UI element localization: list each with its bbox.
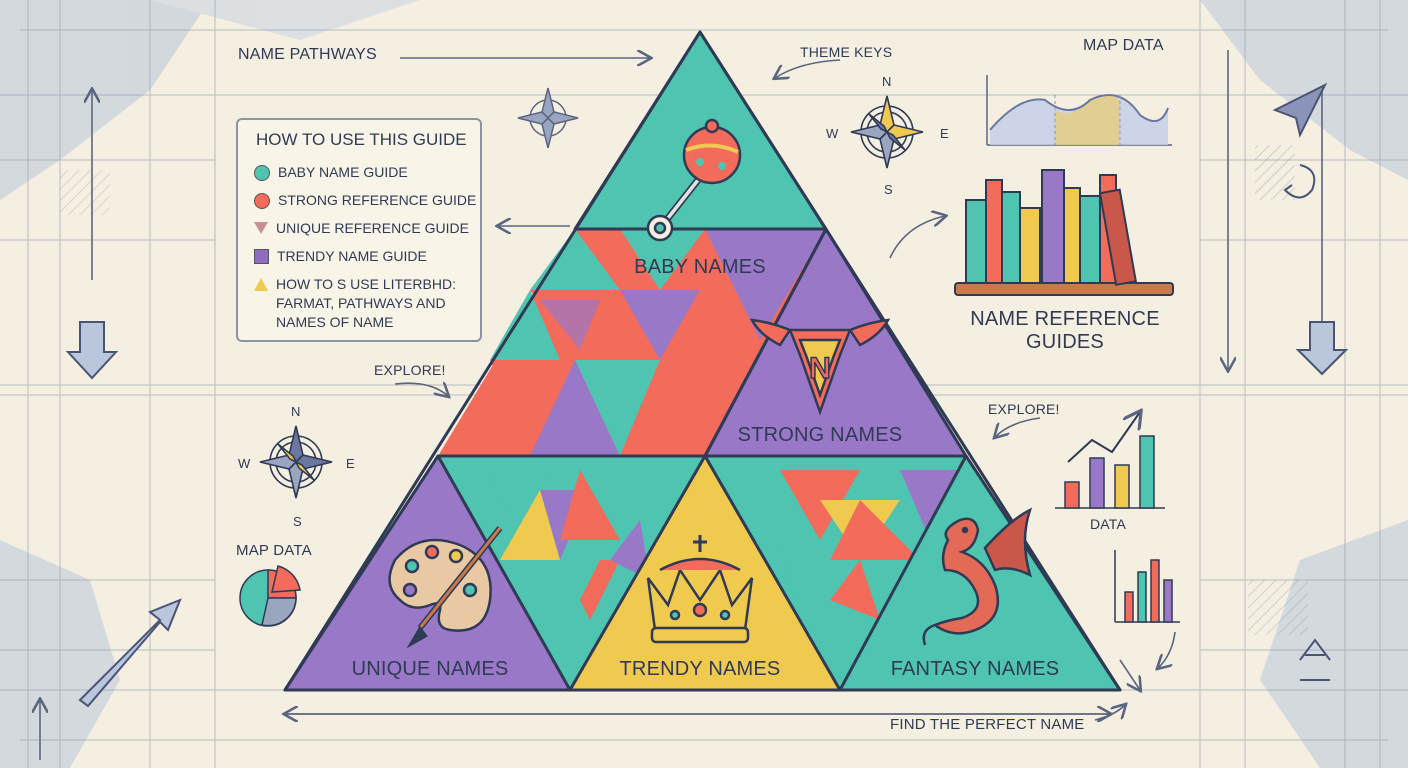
teal-dot-icon <box>254 165 270 181</box>
rattle-icon <box>646 118 742 242</box>
hatch-block <box>1248 580 1308 635</box>
compass-rose-icon <box>850 95 924 169</box>
compass-south: S <box>884 182 893 197</box>
compass-south: S <box>293 514 302 529</box>
reference-guides-line2: GUIDES <box>1026 331 1104 353</box>
legend-item-how-to: HOW TO S USE LITERBHD: FARMAT, PATHWAYS … <box>254 276 456 330</box>
large-arrow-icons <box>65 82 1349 708</box>
section-label-fantasy: FANTASY NAMES <box>890 658 1060 680</box>
map-data-area-chart <box>986 75 1172 146</box>
map-data-label-left: MAP DATA <box>236 542 312 559</box>
triangle-down-icon <box>254 222 268 234</box>
decorative-arrows <box>40 50 1323 760</box>
superhero-emblem-icon: N <box>749 318 891 416</box>
reference-guides-title: NAME REFERENCE GUIDES <box>965 308 1165 354</box>
legend-title: HOW TO USE THIS GUIDE <box>256 130 467 149</box>
book-shelf-icon <box>954 169 1174 296</box>
map-data-label-top: MAP DATA <box>1083 37 1164 54</box>
compass-east: E <box>940 126 949 141</box>
how-to-use-legend: HOW TO USE THIS GUIDE BABY NAME GUIDE ST… <box>236 118 482 342</box>
compass-rose-icon <box>517 87 579 149</box>
compass-west: W <box>238 456 251 471</box>
theme-keys-label: THEME KEYS <box>800 44 893 60</box>
compass-north: N <box>882 74 892 89</box>
dragon-icon <box>922 507 1033 646</box>
coral-dot-icon <box>254 193 270 209</box>
data-label: DATA <box>1090 516 1127 532</box>
legend-item-trendy: TRENDY NAME GUIDE <box>254 248 427 264</box>
compass-north: N <box>291 404 301 419</box>
purple-square-icon <box>254 249 269 264</box>
pie-chart-icon <box>239 565 301 627</box>
reference-guides-line1: NAME REFERENCE <box>970 308 1160 330</box>
legend-item-baby: BABY NAME GUIDE <box>254 164 408 181</box>
hatch-block <box>60 170 110 215</box>
mosaic-bottom <box>480 456 960 620</box>
find-perfect-name-label: FIND THE PERFECT NAME <box>890 716 1085 733</box>
yellow-triangle-icon <box>254 278 268 291</box>
mosaic-middle <box>440 229 745 456</box>
crown-icon <box>646 535 754 644</box>
compass-east: E <box>346 456 355 471</box>
legend-item-strong: STRONG REFERENCE GUIDE <box>254 192 476 209</box>
paint-palette-icon <box>388 526 503 649</box>
section-label-trendy: TRENDY NAMES <box>619 658 781 680</box>
svg-text:N: N <box>809 352 831 385</box>
explore-label-right: EXPLORE! <box>988 401 1060 417</box>
legend-item-unique: UNIQUE REFERENCE GUIDE <box>254 220 469 236</box>
section-label-baby: BABY NAMES <box>634 256 766 278</box>
explore-label-left: EXPLORE! <box>374 362 446 378</box>
small-bar-chart <box>1114 550 1180 623</box>
hatch-block <box>1255 145 1295 200</box>
section-label-unique: UNIQUE NAMES <box>351 658 509 680</box>
data-bar-chart <box>1055 412 1165 509</box>
section-label-strong: STRONG NAMES <box>737 424 903 446</box>
compass-rose-icon <box>259 425 333 499</box>
compass-west: W <box>826 126 839 141</box>
name-pathways-label: NAME PATHWAYS <box>238 46 377 63</box>
